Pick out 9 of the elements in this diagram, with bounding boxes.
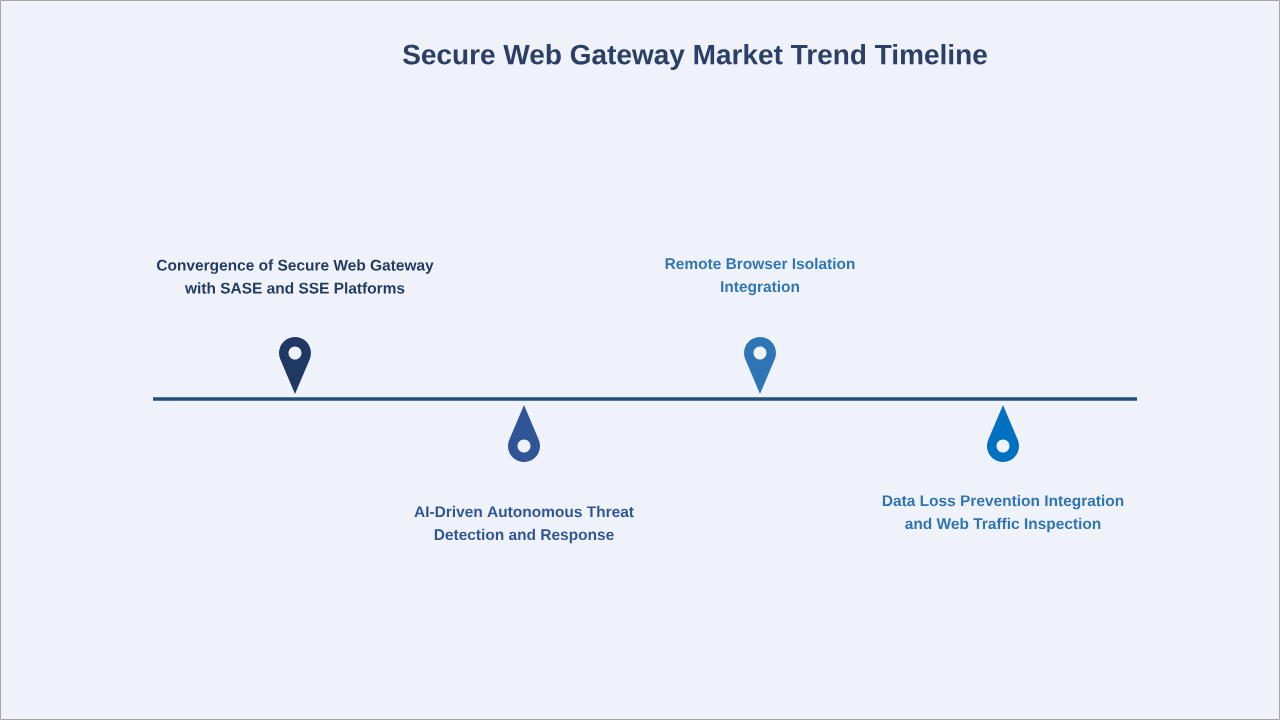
pin-icon	[744, 337, 776, 394]
trend-label: Remote Browser Isolation Integration	[665, 257, 855, 296]
pin-icon	[279, 337, 311, 394]
trend-label: Convergence of Secure Web Gateway with SASE and SSE Platforms	[156, 259, 434, 294]
drop-icon	[987, 405, 1019, 462]
title: Secure Web Gateway Market Trend Timeline	[403, 43, 987, 71]
trend-label: AI-Driven Autonomous Threat Detection and Response	[414, 505, 634, 544]
drop-icon	[508, 405, 540, 462]
trend-label: Data Loss Prevention Integration and Web Traffic Inspection	[882, 494, 1124, 533]
